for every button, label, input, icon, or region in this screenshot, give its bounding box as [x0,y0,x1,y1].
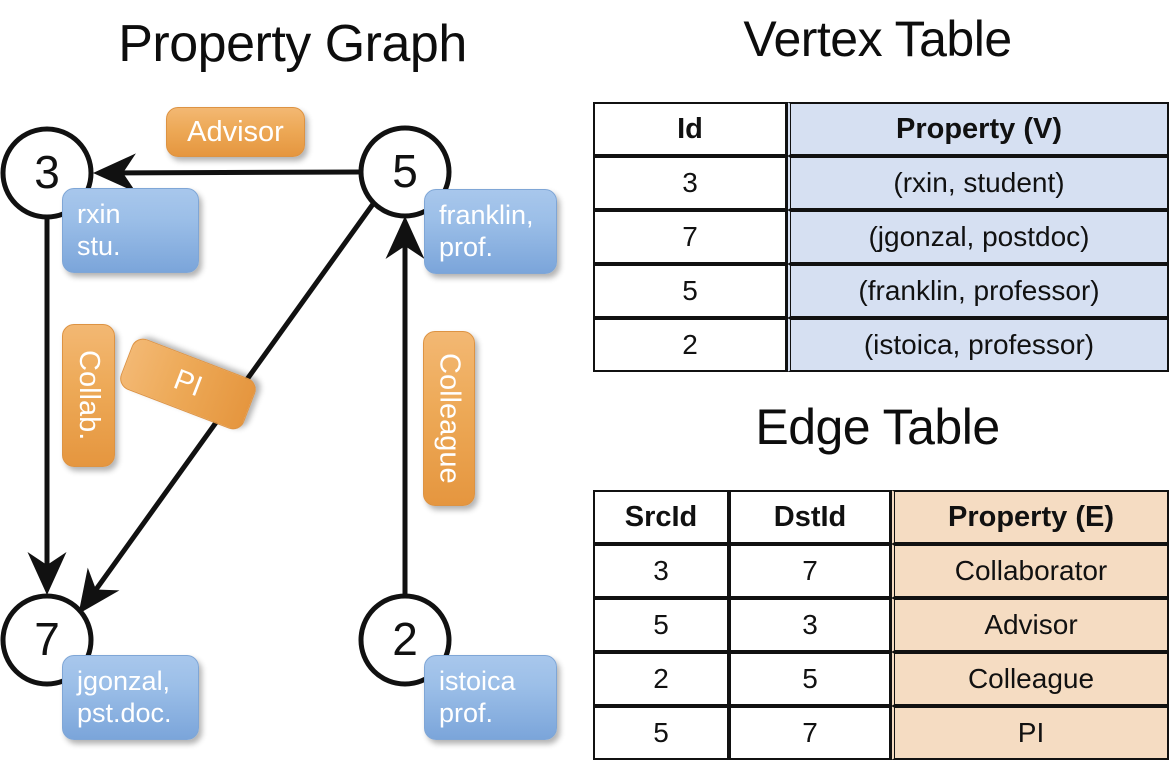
rxin-badge[interactable]: rxin stu. [62,188,199,273]
vertex-cell-id: 5 [593,264,787,318]
property-graph-title: Property Graph [118,15,467,73]
edge-table-header-row: SrcId DstId Property (E) [593,490,1169,544]
edge-cell-src: 2 [593,652,729,706]
edge-cell-src: 5 [593,706,729,760]
franklin-badge-line1: franklin, [439,199,534,230]
franklin-badge[interactable]: franklin, prof. [424,189,557,274]
pi-badge-label: PI [169,363,207,404]
edge-cell-src: 3 [593,544,729,598]
table-row[interactable]: 2 (istoica, professor) [593,318,1169,372]
colleague-badge[interactable]: Colleague [423,331,475,506]
vertex-cell-id: 3 [593,156,787,210]
collab-badge[interactable]: Collab. [62,324,115,467]
jgonzal-badge-line2: pst.doc. [77,697,172,728]
table-row[interactable]: 5 (franklin, professor) [593,264,1169,318]
vertex-cell-prop: (franklin, professor) [787,264,1169,318]
colleague-badge-label: Colleague [433,353,466,484]
property-graph-diagram: 3 5 7 2 Advisor Collab. PI Colleague rxi… [0,107,557,740]
istoica-badge-line1: istoica [439,665,516,696]
vertex-cell-prop: (rxin, student) [787,156,1169,210]
table-row[interactable]: 5 7 PI [593,706,1169,760]
vertex-cell-prop: (jgonzal, postdoc) [787,210,1169,264]
table-row[interactable]: 2 5 Colleague [593,652,1169,706]
vertex-cell-prop: (istoica, professor) [787,318,1169,372]
vertex-cell-id: 2 [593,318,787,372]
collab-badge-label: Collab. [73,350,105,441]
table-row[interactable]: 7 (jgonzal, postdoc) [593,210,1169,264]
edge-table: SrcId DstId Property (E) 3 7 Collaborato… [593,490,1169,760]
advisor-badge-label: Advisor [187,115,284,148]
table-row[interactable]: 5 3 Advisor [593,598,1169,652]
istoica-badge-line2: prof. [439,697,494,728]
edge-cell-dst: 3 [729,598,891,652]
edge-table-header-prop: Property (E) [891,490,1169,544]
rxin-badge-line1: rxin [77,198,121,229]
jgonzal-badge[interactable]: jgonzal, pst.doc. [62,655,199,740]
advisor-badge[interactable]: Advisor [166,107,305,157]
edge-table-title: Edge Table [755,399,1000,455]
edge-table-header-dstid: DstId [729,490,891,544]
edge-cell-prop: Collaborator [891,544,1169,598]
edge-cell-dst: 7 [729,706,891,760]
vertex-table-header-id: Id [593,102,787,156]
vertex-table: Id Property (V) 3 (rxin, student) 7 (jgo… [593,102,1169,372]
table-row[interactable]: 3 (rxin, student) [593,156,1169,210]
vertex-table-header-row: Id Property (V) [593,102,1169,156]
vertex-table-header-prop: Property (V) [787,102,1169,156]
edge-line-5-3 [93,153,362,193]
rxin-badge-line2: stu. [77,230,121,261]
franklin-badge-line2: prof. [439,231,494,262]
edge-cell-prop: Colleague [891,652,1169,706]
edge-table-header-srcid: SrcId [593,490,729,544]
edge-cell-dst: 7 [729,544,891,598]
edge-cell-dst: 5 [729,652,891,706]
edge-cell-prop: Advisor [891,598,1169,652]
jgonzal-badge-line1: jgonzal, [77,665,171,696]
vertex-table-title: Vertex Table [743,11,1012,67]
vertex-cell-id: 7 [593,210,787,264]
table-row[interactable]: 3 7 Collaborator [593,544,1169,598]
istoica-badge[interactable]: istoica prof. [424,655,557,740]
edge-cell-src: 5 [593,598,729,652]
edge-cell-prop: PI [891,706,1169,760]
